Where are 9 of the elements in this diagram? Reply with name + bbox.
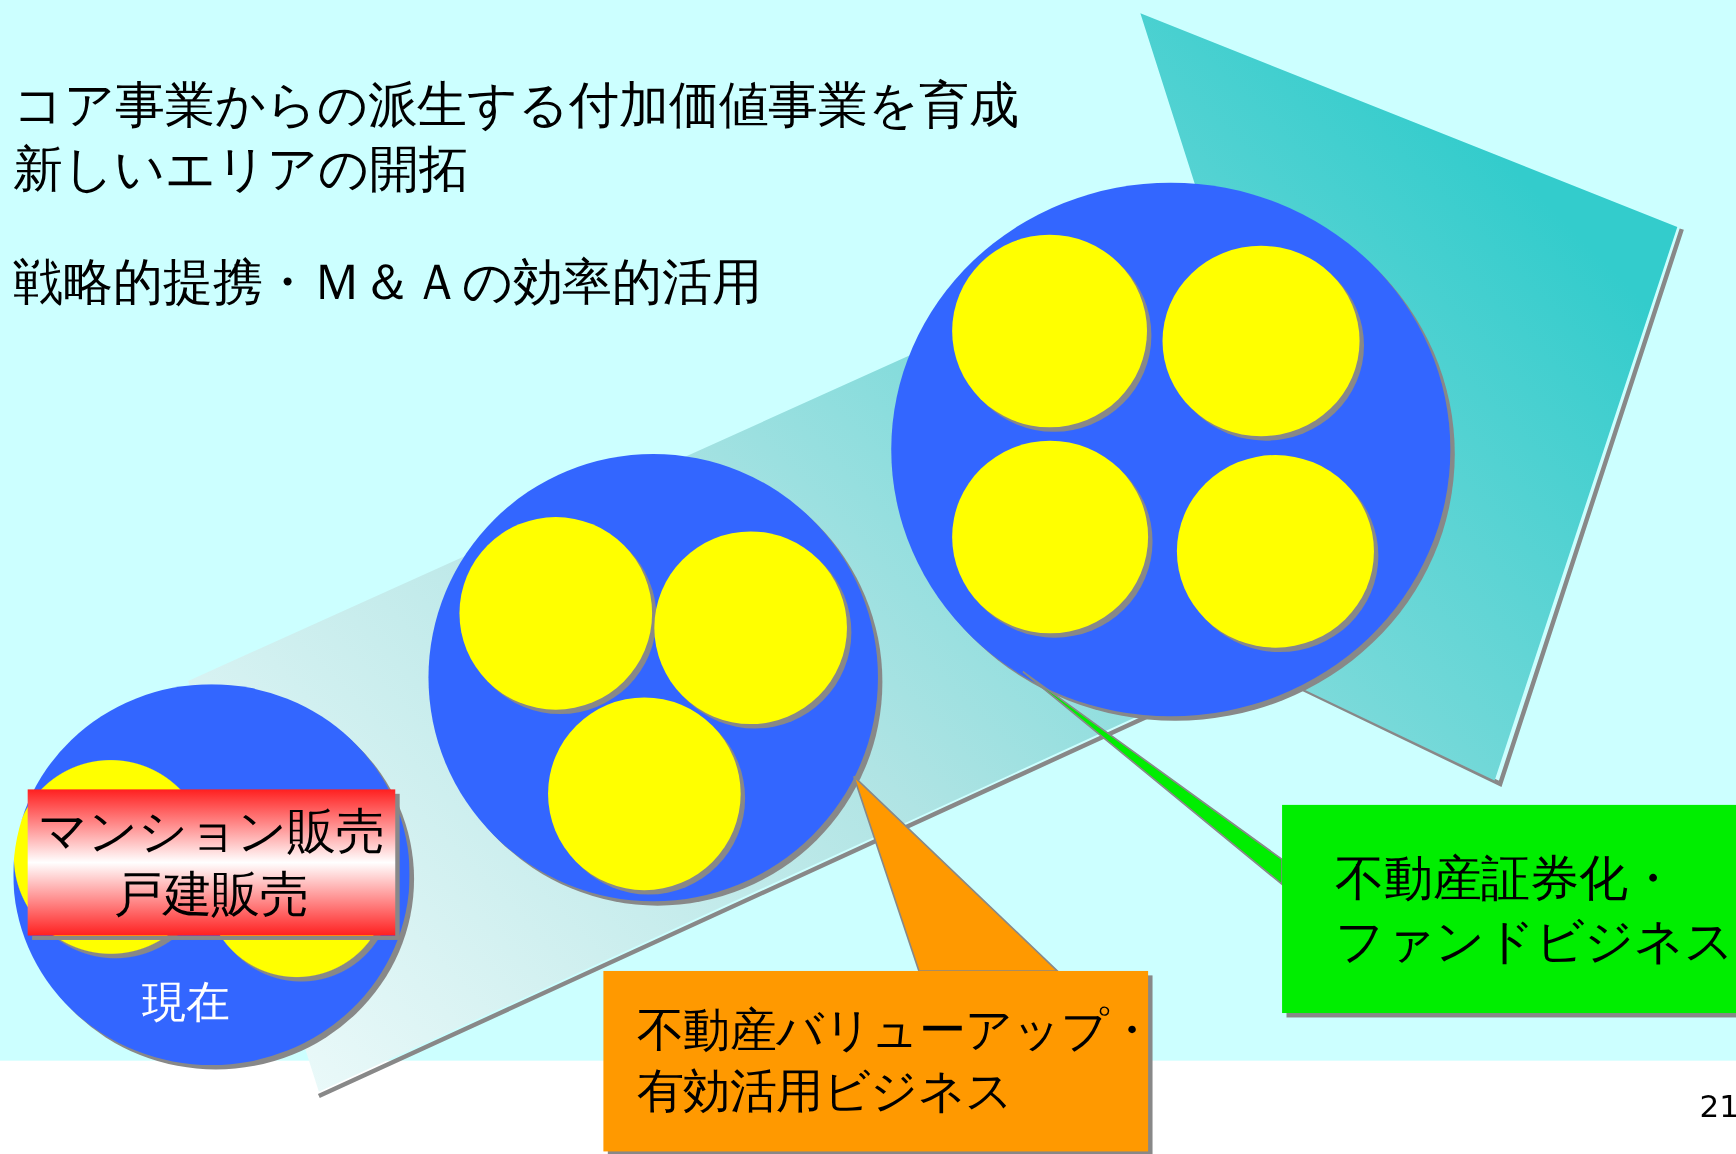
callout-pointer [1022, 670, 1283, 887]
stage-label: 現在 [141, 977, 231, 1027]
page-number: 21 [1699, 1090, 1736, 1125]
heading-text: 戦略的提携・Ｍ＆Ａの効率的活用 [13, 254, 762, 310]
heading-text: 新しいエリアの開拓 [13, 141, 469, 197]
heading-text: コア事業からの派生する付加価値事業を育成 [13, 77, 1019, 133]
business-box: マンション販売戸建販売 [27, 789, 396, 936]
callout-box: 不動産証券化・ファンドビジネス [1282, 804, 1736, 1014]
callout-pointer [853, 775, 1060, 972]
